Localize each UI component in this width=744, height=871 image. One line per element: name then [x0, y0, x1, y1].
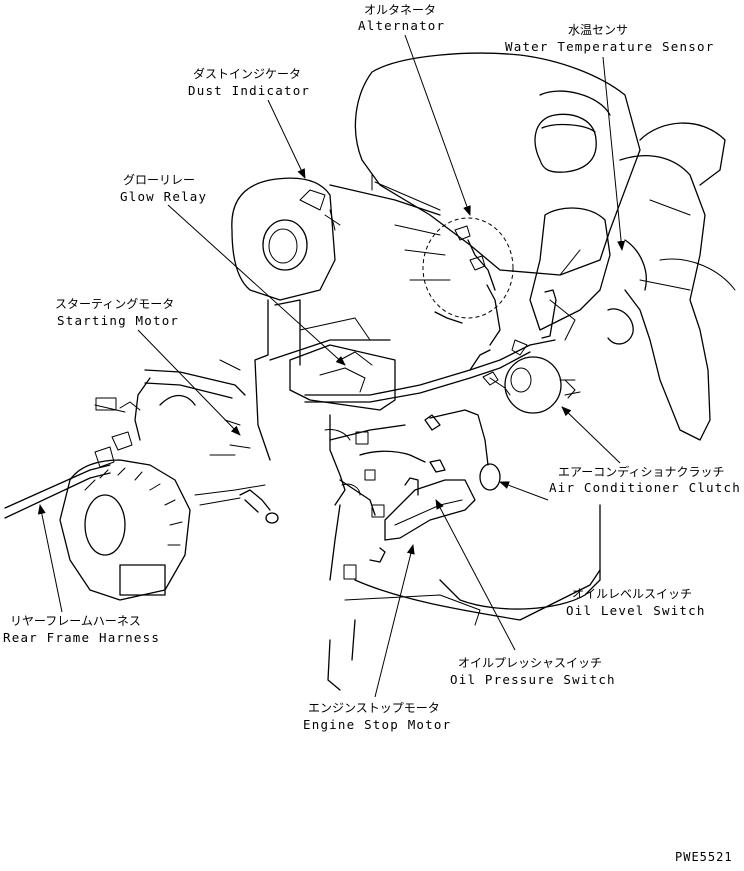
glow-label-jp: グローリレー — [123, 173, 195, 187]
label-glow-relay: グローリレー Glow Relay — [120, 173, 207, 204]
label-dust-indicator: ダストインジケータ Dust Indicator — [188, 66, 310, 98]
label-rear-frame-harness: リヤーフレームハーネス Rear Frame Harness — [3, 614, 160, 645]
oil-pressure-label-en: Oil Pressure Switch — [450, 672, 616, 687]
oil-pressure-label-jp: オイルプレッシャスイッチ — [458, 656, 602, 670]
aircon-label-jp: エアーコンディショナクラッチ — [558, 464, 724, 479]
rear-frame-label-en: Rear Frame Harness — [3, 630, 160, 645]
label-oil-level-switch: オイルレベルスイッチ Oil Level Switch — [566, 587, 706, 618]
water-temp-label-jp: 水温センサ — [568, 23, 628, 37]
stop-motor-label-en: Engine Stop Motor — [303, 717, 451, 732]
alternator-label-en: Alternator — [358, 18, 445, 33]
label-air-conditioner-clutch: エアーコンディショナクラッチ Air Conditioner Clutch — [549, 464, 741, 495]
drawing-code: PWE5521 — [675, 850, 733, 864]
glow-label-en: Glow Relay — [120, 189, 207, 204]
water-temp-label-en: Water Temperature Sensor — [505, 39, 714, 54]
leader-lines — [37, 34, 626, 698]
label-engine-stop-motor: エンジンストップモータ Engine Stop Motor — [303, 701, 451, 732]
aircon-label-en: Air Conditioner Clutch — [549, 480, 741, 495]
label-water-temperature-sensor: 水温センサ Water Temperature Sensor — [505, 23, 714, 54]
label-alternator: オルタネータ Alternator — [358, 3, 445, 33]
dust-label-en: Dust Indicator — [188, 83, 310, 98]
starting-label-jp: スターティングモータ — [55, 297, 174, 311]
dust-label-jp: ダストインジケータ — [193, 66, 301, 81]
engine-drawing — [4, 52, 736, 691]
alternator-label-jp: オルタネータ — [364, 3, 436, 17]
oil-level-label-jp: オイルレベルスイッチ — [572, 587, 692, 601]
rear-frame-label-jp: リヤーフレームハーネス — [10, 614, 141, 628]
stop-motor-label-jp: エンジンストップモータ — [308, 701, 440, 715]
starting-label-en: Starting Motor — [57, 313, 179, 328]
label-starting-motor: スターティングモータ Starting Motor — [55, 297, 179, 328]
oil-level-label-en: Oil Level Switch — [566, 603, 706, 618]
label-oil-pressure-switch: オイルプレッシャスイッチ Oil Pressure Switch — [450, 656, 616, 687]
